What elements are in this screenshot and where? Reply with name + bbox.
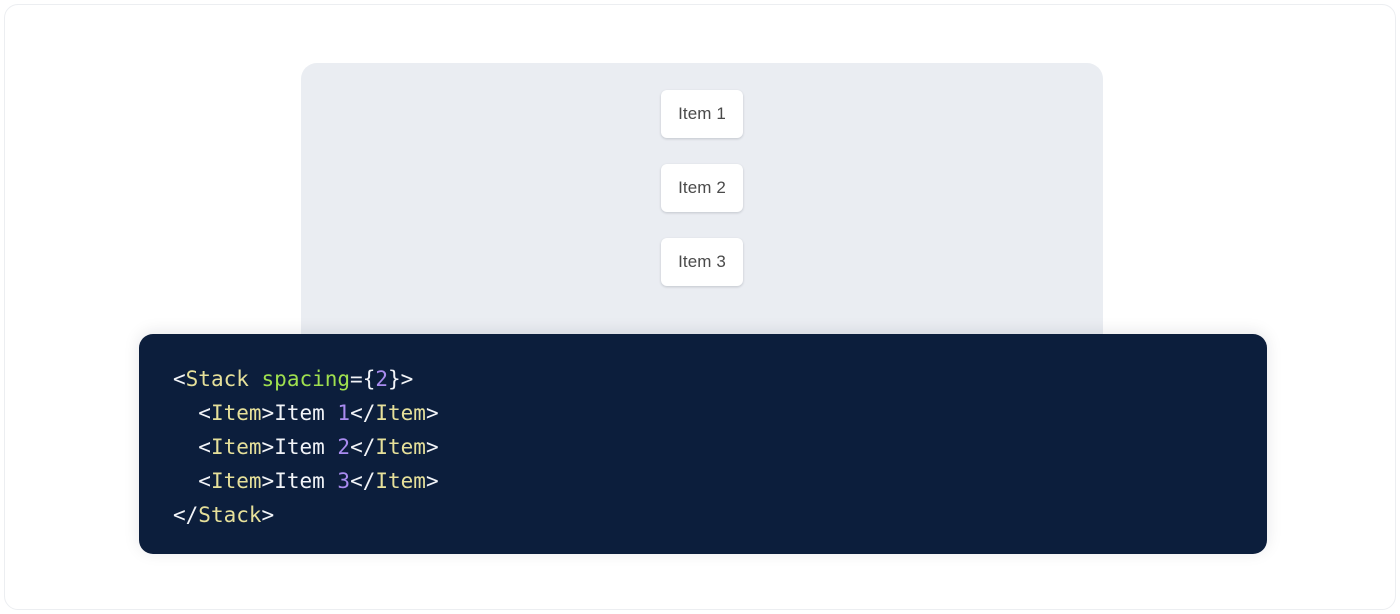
code-token-punct: </ <box>350 401 376 425</box>
code-token-num: 3 <box>337 469 351 493</box>
code-token-punct: < <box>198 401 211 425</box>
code-token-tag: Stack <box>185 367 249 391</box>
code-line: </Stack> <box>173 498 1233 532</box>
code-line: <Item>Item 3</Item> <box>173 464 1233 498</box>
code-token-punct: < <box>198 435 211 459</box>
code-token-text <box>249 367 262 391</box>
code-token-tag: Item <box>375 435 426 459</box>
code-block[interactable]: <Stack spacing={2}> <Item>Item 1</Item> … <box>173 362 1233 532</box>
code-token-text: Item <box>274 469 338 493</box>
code-token-punct: > <box>261 469 275 493</box>
code-token-punct: > <box>261 435 275 459</box>
stack-item[interactable]: Item 1 <box>661 90 743 138</box>
code-token-punct: </ <box>350 469 376 493</box>
code-line: <Item>Item 2</Item> <box>173 430 1233 464</box>
code-token-punct: < <box>198 469 211 493</box>
code-token-punct: > <box>425 435 439 459</box>
code-token-punct: > <box>425 469 439 493</box>
code-token-tag: Item <box>375 469 426 493</box>
code-token-punct: }> <box>388 367 414 391</box>
code-token-tag: Item <box>210 469 262 493</box>
code-token-tag: Item <box>375 401 426 425</box>
code-token-punct: < <box>173 367 186 391</box>
code-token-punct: </ <box>350 435 376 459</box>
code-token-num: 1 <box>337 401 351 425</box>
code-token-punct: </ <box>173 503 199 527</box>
code-token-punct: > <box>261 401 275 425</box>
code-token-tag: Stack <box>198 503 262 527</box>
code-token-text: Item <box>274 435 338 459</box>
code-snippet-panel: <Stack spacing={2}> <Item>Item 1</Item> … <box>139 334 1267 554</box>
code-token-num: 2 <box>337 435 351 459</box>
code-token-attr: spacing <box>261 367 351 391</box>
stack-item[interactable]: Item 3 <box>661 238 743 286</box>
code-token-punct: > <box>261 503 275 527</box>
code-token-tag: Item <box>210 401 262 425</box>
code-token-num: 2 <box>375 367 388 391</box>
code-token-tag: Item <box>210 435 262 459</box>
stack-item[interactable]: Item 2 <box>661 164 743 212</box>
code-token-text: Item <box>274 401 338 425</box>
code-token-punct: ={ <box>350 367 376 391</box>
code-line: <Stack spacing={2}> <box>173 362 1233 396</box>
stack-container: Item 1 Item 2 Item 3 <box>301 90 1103 286</box>
code-token-punct: > <box>425 401 439 425</box>
code-line: <Item>Item 1</Item> <box>173 396 1233 430</box>
